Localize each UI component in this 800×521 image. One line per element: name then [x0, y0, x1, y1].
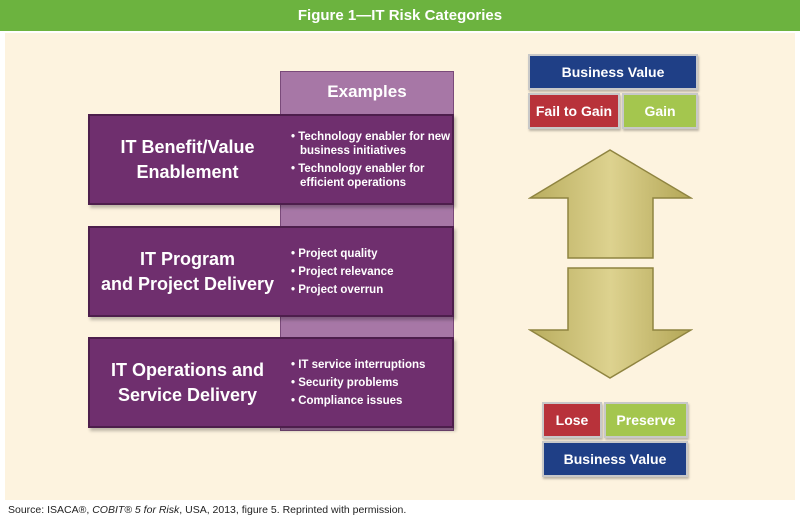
example-item: • Project relevance [291, 265, 394, 278]
category-label-line: and Project Delivery [100, 273, 275, 294]
examples-header: Examples [327, 82, 407, 101]
category-label-line: Service Delivery [117, 384, 258, 405]
source-suffix: , USA, 2013, figure 5. Reprinted with pe… [179, 504, 407, 516]
lose-box: Lose [542, 402, 602, 438]
category-examples: • Project quality • Project relevance • … [285, 228, 455, 315]
category-examples: • Technology enabler for new business in… [285, 116, 455, 203]
category-examples: • IT service interruptions • Security pr… [285, 339, 455, 426]
category-program-project-delivery: IT Program and Project Delivery • Projec… [88, 226, 454, 317]
example-item: • IT service interruptions [291, 358, 426, 371]
category-label-line: IT Operations and [110, 359, 265, 380]
example-item: • Technology enabler for new business in… [291, 130, 451, 157]
example-item: • Compliance issues [291, 394, 403, 407]
category-operations-service-delivery: IT Operations and Service Delivery • IT … [88, 337, 454, 428]
up-arrow-icon [528, 149, 693, 259]
double-arrow-icon [528, 149, 693, 379]
category-benefit-value-enablement: IT Benefit/Value Enablement • Technology… [88, 114, 454, 205]
source-citation: Source: ISACA®, COBIT® 5 for Risk, USA, … [8, 504, 406, 516]
source-work-title: COBIT® 5 for Risk [92, 504, 180, 516]
fail-to-gain-box: Fail to Gain [528, 93, 620, 129]
business-value-bottom-box: Business Value [542, 441, 688, 477]
category-label-line: IT Program [139, 248, 235, 269]
preserve-box: Preserve [604, 402, 688, 438]
source-prefix: Source: ISACA®, [8, 504, 93, 516]
category-label: IT Program and Project Delivery [90, 228, 285, 315]
category-label: IT Operations and Service Delivery [90, 339, 285, 426]
business-value-top-box: Business Value [528, 54, 698, 90]
down-arrow-icon [528, 267, 693, 379]
example-item: • Security problems [291, 376, 399, 389]
category-label: IT Benefit/Value Enablement [90, 116, 285, 203]
figure-title: Figure 1—IT Risk Categories [0, 0, 800, 31]
example-item: • Project overrun [291, 283, 384, 296]
example-item: • Technology enabler for efficient opera… [291, 162, 425, 189]
category-label-line: Enablement [136, 161, 239, 182]
gain-box: Gain [622, 93, 698, 129]
example-item: • Project quality [291, 247, 378, 260]
category-label-line: IT Benefit/Value [120, 136, 255, 157]
